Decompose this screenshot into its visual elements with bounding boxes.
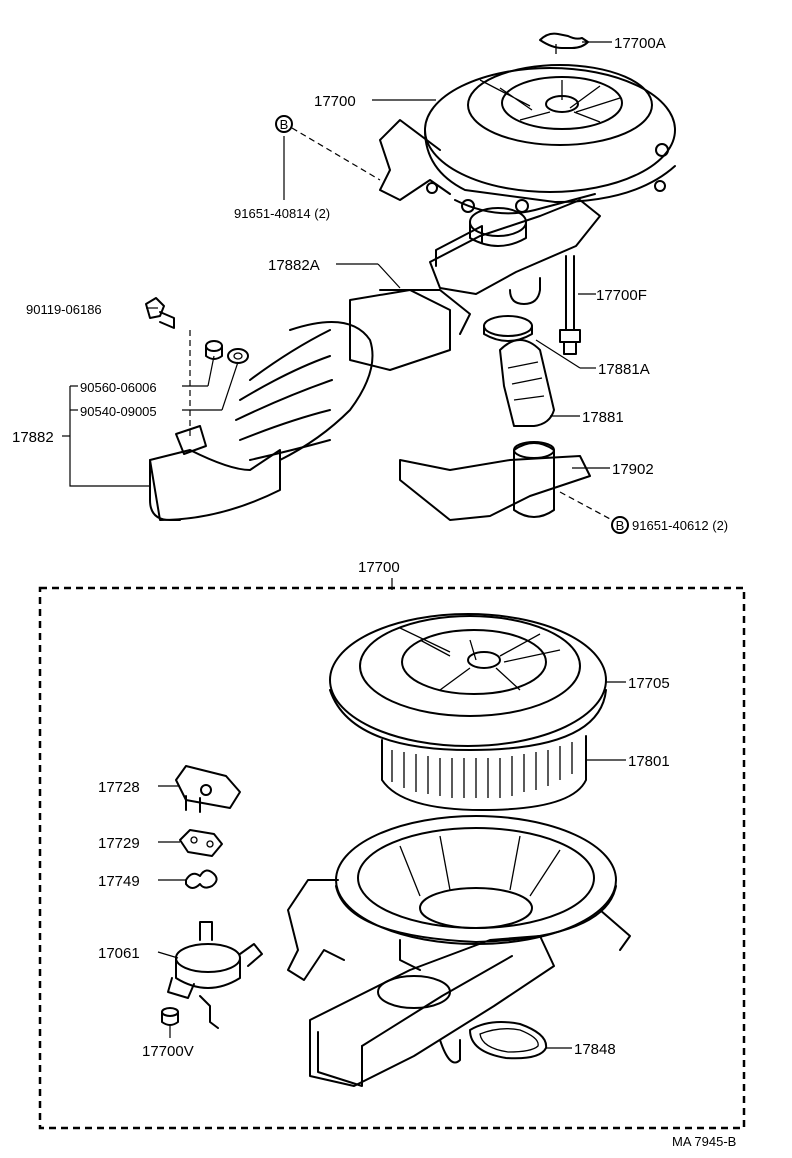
label-17061: 17061	[98, 945, 140, 962]
label-17881a: 17881A	[598, 361, 650, 378]
label-17882a: 17882A	[268, 257, 320, 274]
label-90560-06006: 90560-06006	[80, 380, 157, 395]
intake-hose-part	[149, 289, 471, 521]
ref-b-bottom-label: B	[616, 518, 625, 533]
label-17728: 17728	[98, 779, 140, 796]
label-17700-top: 17700	[314, 93, 356, 110]
label-17700f: 17700F	[596, 287, 647, 304]
label-90540-09005: 90540-09005	[80, 404, 157, 419]
small-hose-part	[161, 1007, 179, 1026]
label-17882: 17882	[12, 429, 54, 446]
air-cleaner-case-part	[287, 815, 631, 1087]
label-17801: 17801	[628, 753, 670, 770]
label-17700a: 17700A	[614, 35, 666, 52]
drawing-code: MA 7945-B	[672, 1134, 736, 1149]
label-17705: 17705	[628, 675, 670, 692]
plate-part	[179, 829, 223, 857]
label-17848: 17848	[574, 1041, 616, 1058]
clip-part	[185, 869, 218, 889]
bracket-part	[399, 441, 591, 521]
label-91651-40612: 91651-40612 (2)	[632, 518, 728, 533]
vacuum-motor-part	[167, 921, 263, 1029]
ref-b-bottom-icon	[611, 516, 629, 534]
label-17881: 17881	[582, 409, 624, 426]
hose-clamp-part	[483, 315, 533, 342]
exploded-view-frame	[38, 586, 746, 1130]
gasket-part	[469, 1021, 548, 1060]
hose-part	[499, 339, 555, 427]
stud-bolt-part	[559, 255, 581, 355]
ref-b-top-icon	[275, 115, 293, 133]
wing-nut-part	[539, 32, 589, 54]
label-90119-06186: 90119-06186	[26, 302, 102, 317]
label-17749: 17749	[98, 873, 140, 890]
label-17700v: 17700V	[142, 1043, 194, 1060]
filter-element-part	[381, 735, 587, 811]
air-cleaner-assembly	[379, 64, 676, 305]
label-17729: 17729	[98, 835, 140, 852]
label-17700-box: 17700	[358, 559, 400, 576]
label-91651-40814: 91651-40814 (2)	[234, 206, 330, 221]
bolt-part	[145, 297, 175, 329]
air-cleaner-lid-part	[329, 613, 607, 751]
label-17902: 17902	[612, 461, 654, 478]
sensor-part	[175, 765, 241, 813]
ref-b-top-label: B	[280, 117, 289, 132]
grommet-part	[227, 348, 249, 364]
